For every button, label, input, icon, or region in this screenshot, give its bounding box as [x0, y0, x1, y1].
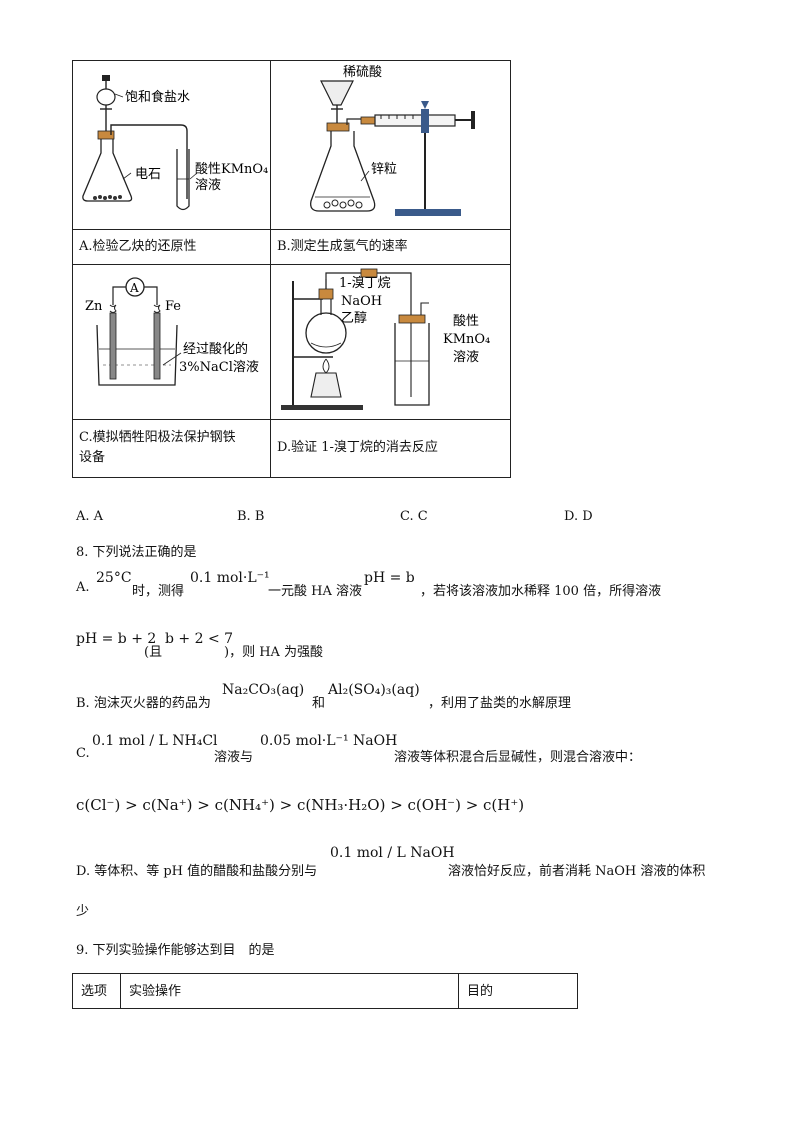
label-solution-c1: 经过酸化的 — [183, 341, 248, 357]
caption-b: B.测定生成氢气的速率 — [277, 239, 408, 254]
apparatus-b-diagram: 稀硫酸 锌粒 — [310, 65, 475, 216]
q8-stem: 8. 下列说法正确的是 — [76, 545, 197, 560]
q8b-prefix: B. 泡沫灭火器的药品为 — [76, 696, 211, 711]
cell-c-image: A Zn Fe 经过酸化的 3%NaCl溶液 — [72, 264, 271, 420]
caption-a: A.检验乙炔的还原性 — [79, 239, 197, 254]
q9-header-option: 选项 — [72, 973, 121, 1009]
cell-a-caption: A.检验乙炔的还原性 — [72, 229, 271, 265]
apparatus-d-diagram: 1-溴丁烷 NaOH 乙醇 酸性 KMnO₄ 溶液 — [281, 268, 490, 410]
q9-table: 选项 实验操作 目的 — [72, 973, 578, 1009]
label-zn: Zn — [85, 299, 103, 314]
label-ethanol: 乙醇 — [341, 310, 367, 326]
label-carbide: 电石 — [135, 167, 161, 182]
cell-a-image: 饱和食盐水 电石 酸性KMnO₄ 溶液 — [72, 60, 271, 230]
label-kmno4: 酸性KMnO₄ — [195, 162, 268, 177]
label-acidic: 酸性 — [453, 314, 479, 329]
label-ammeter: A — [129, 281, 139, 295]
q7-option-a[interactable]: A. A — [76, 509, 104, 524]
q7-option-d[interactable]: D. D — [564, 509, 593, 524]
experiment-table: 饱和食盐水 电石 酸性KMnO₄ 溶液 稀硫酸 锌粒 — [72, 60, 511, 478]
q8b-text2: ，利用了盐类的水解原理 — [428, 696, 572, 711]
cell-b-image: 稀硫酸 锌粒 — [270, 60, 511, 230]
q8d-prefix: D. 等体积、等 pH 值的醋酸和盐酸分别与 — [76, 864, 318, 879]
cell-c-caption: C.模拟牺牲阳极法保护钢铁 设备 — [72, 419, 271, 478]
cell-d-caption: D.验证 1-溴丁烷的消去反应 — [270, 419, 511, 478]
q8c-text2: 溶液等体积混合后显碱性，则混合溶液中： — [394, 750, 642, 765]
q7-option-b[interactable]: B. B — [237, 509, 265, 524]
q8a-ph: pH = b — [364, 570, 415, 586]
q8a-cond: b + 2 < 7 — [165, 631, 234, 647]
q8d-text2: 少 — [76, 904, 90, 919]
q8b-al2so43: Al₂(SO₄)₃(aq) — [328, 682, 420, 698]
q9-header-operation: 实验操作 — [120, 973, 459, 1009]
q8a-text3: ，若将该溶液加水稀释 100 倍，所得溶液 — [420, 584, 662, 599]
q8a-temp: 25°C — [96, 570, 132, 586]
q8c-text1: 溶液与 — [214, 750, 254, 765]
label-kmno4-d: KMnO₄ — [443, 332, 490, 347]
q9-stem: 9. 下列实验操作能够达到目 的是 — [76, 943, 275, 958]
caption-d: D.验证 1-溴丁烷的消去反应 — [277, 440, 438, 455]
q7-option-c[interactable]: C. C — [400, 509, 428, 524]
label-solution-c2: 3%NaCl溶液 — [179, 360, 259, 375]
apparatus-c-diagram: A Zn Fe 经过酸化的 3%NaCl溶液 — [85, 277, 259, 386]
cell-d-image: 1-溴丁烷 NaOH 乙醇 酸性 KMnO₄ 溶液 — [270, 264, 511, 420]
q8d-text1: 溶液恰好反应，前者消耗 NaOH 溶液的体积 — [448, 864, 706, 879]
label-brine: 饱和食盐水 — [125, 89, 190, 105]
q9-header-purpose: 目的 — [458, 973, 578, 1009]
label-solution-d: 溶液 — [453, 350, 479, 365]
label-solution: 溶液 — [195, 178, 221, 193]
q8a-text1: 时，测得 — [132, 584, 185, 599]
q8a-conc: 0.1 mol·L⁻¹ — [190, 570, 270, 586]
q8a-text4: (且 — [144, 645, 163, 660]
label-fe: Fe — [165, 299, 181, 314]
q8b-text1: 和 — [312, 696, 326, 711]
q8d-naoh: 0.1 mol / L NaOH — [330, 845, 455, 861]
label-dilute-acid: 稀硫酸 — [343, 65, 382, 80]
q8a-ph2: pH = b + 2 — [76, 631, 157, 647]
q8c-nh4cl: 0.1 mol / L NH₄Cl — [92, 733, 218, 749]
cell-b-caption: B.测定生成氢气的速率 — [270, 229, 511, 265]
q8c-prefix: C. — [76, 746, 90, 761]
q8a-prefix: A. — [76, 580, 90, 595]
caption-c-line1: C.模拟牺牲阳极法保护钢铁 — [79, 430, 236, 445]
q8a-text5: )，则 HA 为强酸 — [224, 645, 324, 660]
caption-c-line2: 设备 — [79, 450, 106, 465]
label-bromobutane: 1-溴丁烷 — [339, 276, 391, 291]
label-naoh: NaOH — [341, 294, 382, 309]
apparatus-a-diagram: 饱和食盐水 电石 酸性KMnO₄ 溶液 — [82, 75, 268, 211]
label-zinc: 锌粒 — [371, 162, 397, 177]
q8a-text2: 一元酸 HA 溶液 — [268, 584, 362, 599]
q8b-na2co3: Na₂CO₃(aq) — [222, 682, 305, 698]
q8c-expression: c(Cl⁻) > c(Na⁺) > c(NH₄⁺) > c(NH₃·H₂O) >… — [76, 796, 525, 814]
q8c-naoh: 0.05 mol·L⁻¹ NaOH — [260, 733, 398, 749]
